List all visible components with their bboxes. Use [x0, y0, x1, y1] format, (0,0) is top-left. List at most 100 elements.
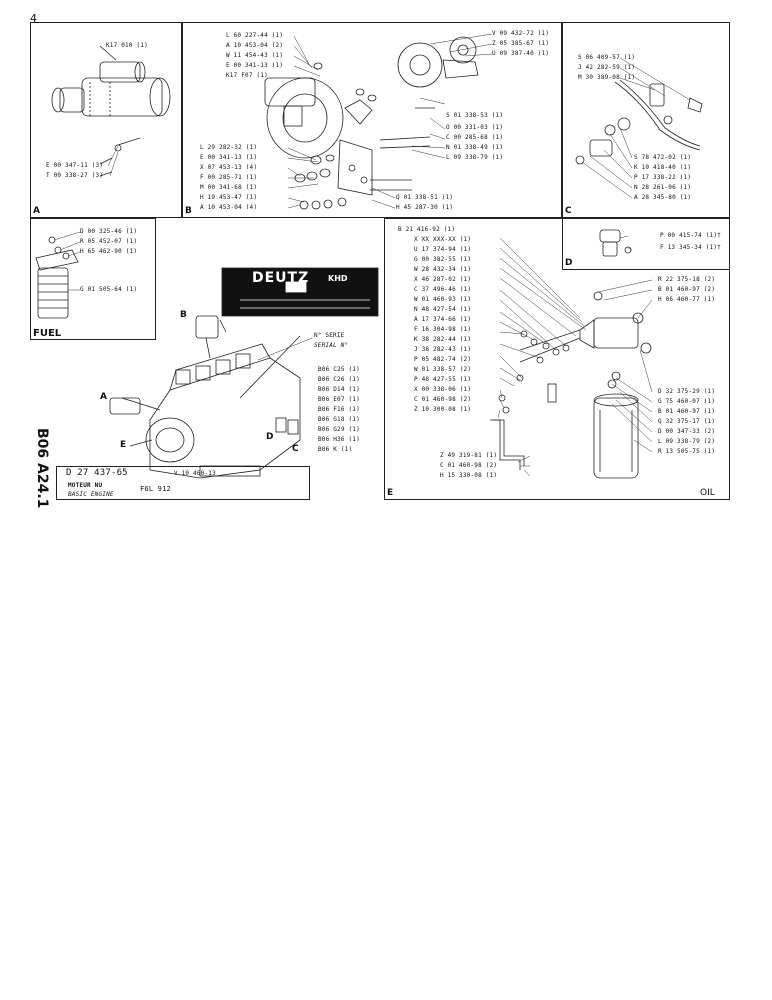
- callout-b-r-9: H 45 287-30 (1): [396, 204, 454, 211]
- callout-b-r-4: O 00 331-03 (1): [446, 124, 504, 131]
- callout-b-r-0: V 09 432-72 (1): [492, 30, 550, 37]
- callout-b-r-5: C 00 285-68 (1): [446, 134, 504, 141]
- callout-b-r-1: Z 05 385-67 (1): [492, 40, 550, 47]
- callout-e-l-15: P 48 427-55 (1): [414, 376, 472, 383]
- callout-b-r-3: S 01 338-53 (1): [446, 112, 504, 119]
- serial-fr: N° SERIE: [314, 332, 345, 339]
- engine-ref-8: B06 K (1): [318, 446, 353, 453]
- engine-letter-b: B: [180, 310, 187, 320]
- fuel-filter-drawing: [35, 236, 79, 319]
- panel-a-corner: A: [33, 206, 40, 216]
- callout-e-l-9: A 17 374-66 (1): [414, 316, 472, 323]
- callout-e-l-11: K 38 282-44 (1): [414, 336, 472, 343]
- callout-e-l-12: J 38 282-43 (1): [414, 346, 472, 353]
- callout-b-l-7: X 07 453-13 (4): [200, 164, 258, 171]
- callout-e-r-8: L 09 338-79 (2): [658, 438, 716, 445]
- callout-fuel-3: G 01 505-64 (1): [80, 286, 138, 293]
- callout-b-l-4: K17 F07 (1): [226, 72, 268, 79]
- callout-e-r-6: Q 32 375-17 (1): [658, 418, 716, 425]
- callout-e-l-21: H 15 330-08 (1): [440, 472, 498, 479]
- engine-ref-1: B06 C26 (1): [318, 376, 360, 383]
- panel-fuel-corner: FUEL: [33, 328, 62, 339]
- title-ref: V 10 460-13: [174, 470, 216, 477]
- title-fr: MOTEUR NU: [68, 482, 103, 489]
- callout-a-2: T 00 338-27 (3): [46, 172, 104, 179]
- callout-e-l-7: W 01 460-93 (1): [414, 296, 472, 303]
- callout-b-r-6: N 01 338-49 (1): [446, 144, 504, 151]
- callout-e-l-17: C 01 460-98 (2): [414, 396, 472, 403]
- callout-a-0: K17 010 (1): [106, 42, 148, 49]
- callout-e-l-10: F 16 304-98 (1): [414, 326, 472, 333]
- callout-c-r-3: N 28 261-06 (1): [634, 184, 692, 191]
- callout-e-l-13: P 05 482-74 (2): [414, 356, 472, 363]
- callout-fuel-2: H 65 462-90 (1): [80, 248, 138, 255]
- callout-b-l-8: F 00 285-71 (1): [200, 174, 258, 181]
- callout-e-l-8: N 48 427-54 (1): [414, 306, 472, 313]
- panel-e-frame: [384, 218, 730, 500]
- callout-b-r-2: U 09 387-40 (1): [492, 50, 550, 57]
- callout-e-r-1: B 01 460-97 (2): [658, 286, 716, 293]
- callout-b-l-1: A 10 453-04 (2): [226, 42, 284, 49]
- callout-e-r-2: H 06 460-77 (1): [658, 296, 716, 303]
- engine-ref-5: B06 G18 (1): [318, 416, 360, 423]
- callout-e-l-2: U 17 374-94 (1): [414, 246, 472, 253]
- callout-b-r-8: Q 01 338-51 (1): [396, 194, 454, 201]
- page-number: 4: [30, 12, 37, 25]
- panel-a-frame: [30, 22, 182, 218]
- plate-brand: DEUTZ: [252, 270, 310, 286]
- panel-c-corner: C: [565, 206, 572, 216]
- title-part-no: D 27 437-65: [66, 468, 128, 478]
- panel-fuel-frame: [30, 218, 156, 340]
- callout-e-r-3: D 32 375-29 (1): [658, 388, 716, 395]
- title-en: BASIC ENGINE: [68, 491, 114, 498]
- callout-e-l-20: C 01 460-98 (2): [440, 462, 498, 469]
- callout-b-l-6: E 00 341-13 (1): [200, 154, 258, 161]
- panel-b-corner: B: [185, 206, 192, 216]
- engine-block-drawing: [109, 315, 301, 479]
- panel-d-corner: D: [565, 258, 573, 268]
- engine-letter-c: C: [292, 444, 299, 454]
- callout-e-l-18: Z 10 300-08 (1): [414, 406, 472, 413]
- panel-c-frame: [562, 22, 730, 218]
- callout-b-l-11: A 10 453-04 (4): [200, 204, 258, 211]
- callout-e-l-0: B 21 416-92 (1): [398, 226, 456, 233]
- plug-drawing: [599, 229, 632, 257]
- callout-e-l-6: C 37 496-46 (1): [414, 286, 472, 293]
- callout-e-l-3: G 00 382-55 (1): [414, 256, 472, 263]
- engine-letter-e: E: [120, 440, 127, 450]
- engine-ref-3: B06 E07 (1): [318, 396, 360, 403]
- callout-c-t-0: S 06 409-57 (1): [578, 54, 636, 61]
- callout-d-1: F 13 345-34 (1)†: [660, 244, 721, 251]
- callout-e-r-9: R 13 505-75 (1): [658, 448, 716, 455]
- starter-motor-drawing: [51, 45, 171, 177]
- callout-b-l-10: H 19 453-47 (1): [200, 194, 258, 201]
- panel-b-frame: [182, 22, 562, 218]
- callout-e-l-5: X 46 287-02 (1): [414, 276, 472, 283]
- callout-c-r-0: S 78 472-02 (1): [634, 154, 692, 161]
- callout-c-t-2: M 30 389-08 (1): [578, 74, 636, 81]
- sensor-drawing: [575, 79, 703, 165]
- callout-e-r-4: G 75 460-07 (1): [658, 398, 716, 405]
- callout-e-r-0: R 22 375-18 (2): [658, 276, 716, 283]
- engine-letter-a: A: [100, 392, 107, 402]
- callout-e-l-14: W 01 338-57 (2): [414, 366, 472, 373]
- oil-filter-drawing: [490, 291, 652, 479]
- callout-e-r-7: D 00 347-33 (2): [658, 428, 716, 435]
- callout-d-0: P 00 415-74 (1)†: [660, 232, 721, 239]
- engine-ref-4: B06 F16 (1): [318, 406, 360, 413]
- callout-fuel-1: R 05 452-07 (1): [80, 238, 138, 245]
- engine-ref-6: B06 G29 (1): [318, 426, 360, 433]
- callout-e-l-16: X 00 338-06 (1): [414, 386, 472, 393]
- title-block-frame: [56, 466, 310, 500]
- callout-b-l-0: L 60 227-44 (1): [226, 32, 284, 39]
- callout-c-r-1: K 10 418-40 (1): [634, 164, 692, 171]
- callout-b-r-7: L 09 338-79 (1): [446, 154, 504, 161]
- callout-e-l-4: W 28 432-34 (1): [414, 266, 472, 273]
- panel-e-corner: E: [387, 488, 394, 498]
- callout-c-r-4: A 28 345-80 (1): [634, 194, 692, 201]
- callout-a-1: E 00 347-11 (3): [46, 162, 104, 169]
- callout-b-l-9: M 00 341-68 (1): [200, 184, 258, 191]
- plate-sub: KHD: [328, 274, 348, 283]
- engine-ref-7: B06 H36 (1): [318, 436, 360, 443]
